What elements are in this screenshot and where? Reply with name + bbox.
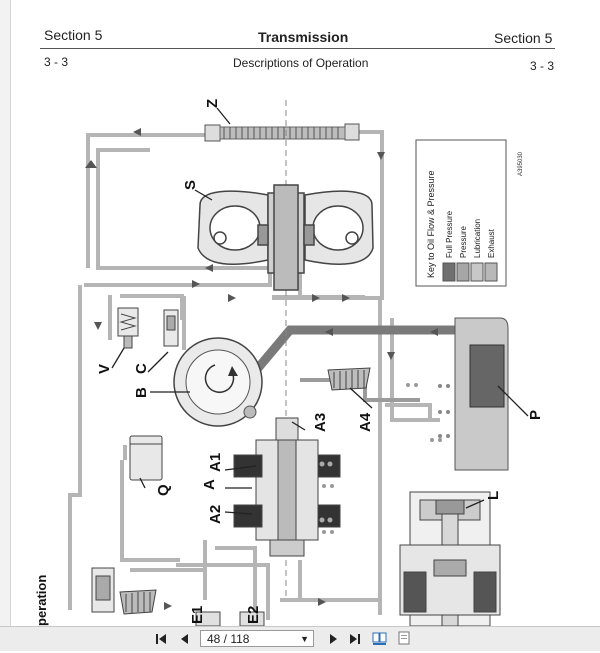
- header-rule: [40, 48, 555, 49]
- key-item-exhaust: Exhaust: [487, 228, 496, 258]
- page-number-value: 48 / 118: [207, 632, 250, 646]
- callout-a3: A3: [312, 413, 329, 432]
- page-number-right: 3 - 3: [530, 59, 555, 73]
- key-item-pressure: Pressure: [459, 225, 468, 258]
- callout-e2: E2: [245, 606, 262, 624]
- last-page-icon[interactable]: [346, 630, 364, 648]
- viewer-toolbar: 48 / 118 ▼: [0, 626, 600, 651]
- two-page-view-icon[interactable]: [372, 631, 388, 646]
- pump-b: [173, 337, 263, 427]
- callout-b: B: [133, 387, 150, 398]
- side-heading: peration: [34, 575, 49, 626]
- page-number-select[interactable]: 48 / 118 ▼: [200, 630, 314, 647]
- valve-v: [117, 307, 139, 349]
- valve-c: [163, 309, 179, 347]
- callout-a4: A4: [357, 412, 374, 432]
- torque-converter-s: [197, 184, 374, 291]
- first-page-icon[interactable]: [152, 630, 170, 648]
- callout-s: S: [182, 180, 199, 190]
- page-subtitle: Descriptions of Operation: [233, 56, 369, 70]
- chevron-down-icon: ▼: [300, 634, 309, 644]
- document-page: Section 5 Transmission Section 5 3 - 3 D…: [0, 0, 555, 626]
- lower-valve: [91, 567, 115, 613]
- line-cooler-in: [86, 133, 205, 268]
- callout-e1: E1: [189, 606, 206, 624]
- hydraulic-diagram: Key to Oil Flow & Pressure Full Pressure…: [34, 99, 544, 626]
- clutch-pack-a: [233, 417, 341, 557]
- key-title: Key to Oil Flow & Pressure: [426, 170, 436, 278]
- page-edge: [0, 0, 11, 626]
- callout-a: A: [201, 479, 218, 490]
- callout-a2: A2: [207, 505, 224, 524]
- output-shaft-l: [399, 491, 501, 626]
- figure-ref: A395030: [518, 151, 524, 176]
- callout-v: V: [96, 364, 113, 374]
- callout-p: P: [527, 410, 544, 420]
- callout-c: C: [133, 363, 150, 374]
- section-label-right: Section 5: [494, 30, 553, 46]
- oil-flow-key: [415, 139, 507, 287]
- lower-bearing: [119, 589, 157, 615]
- page-title: Transmission: [258, 29, 349, 45]
- section-label-left: Section 5: [44, 27, 103, 43]
- cooler-z: [204, 123, 360, 142]
- page-number-left: 3 - 3: [44, 55, 69, 69]
- line-pump-outlet: [244, 325, 470, 383]
- next-page-icon[interactable]: [324, 630, 342, 648]
- single-page-view-icon[interactable]: [396, 631, 412, 646]
- bearing-a4: [327, 367, 371, 391]
- callout-q: Q: [155, 484, 172, 496]
- callout-a1: A1: [207, 453, 224, 472]
- callout-l: L: [485, 491, 502, 500]
- callout-z: Z: [204, 99, 221, 108]
- reservoir-p: [438, 317, 509, 471]
- key-item-lubrication: Lubrication: [473, 219, 482, 258]
- prev-page-icon[interactable]: [176, 630, 194, 648]
- filter-q: [129, 435, 163, 481]
- key-item-full-pressure: Full Pressure: [445, 210, 454, 258]
